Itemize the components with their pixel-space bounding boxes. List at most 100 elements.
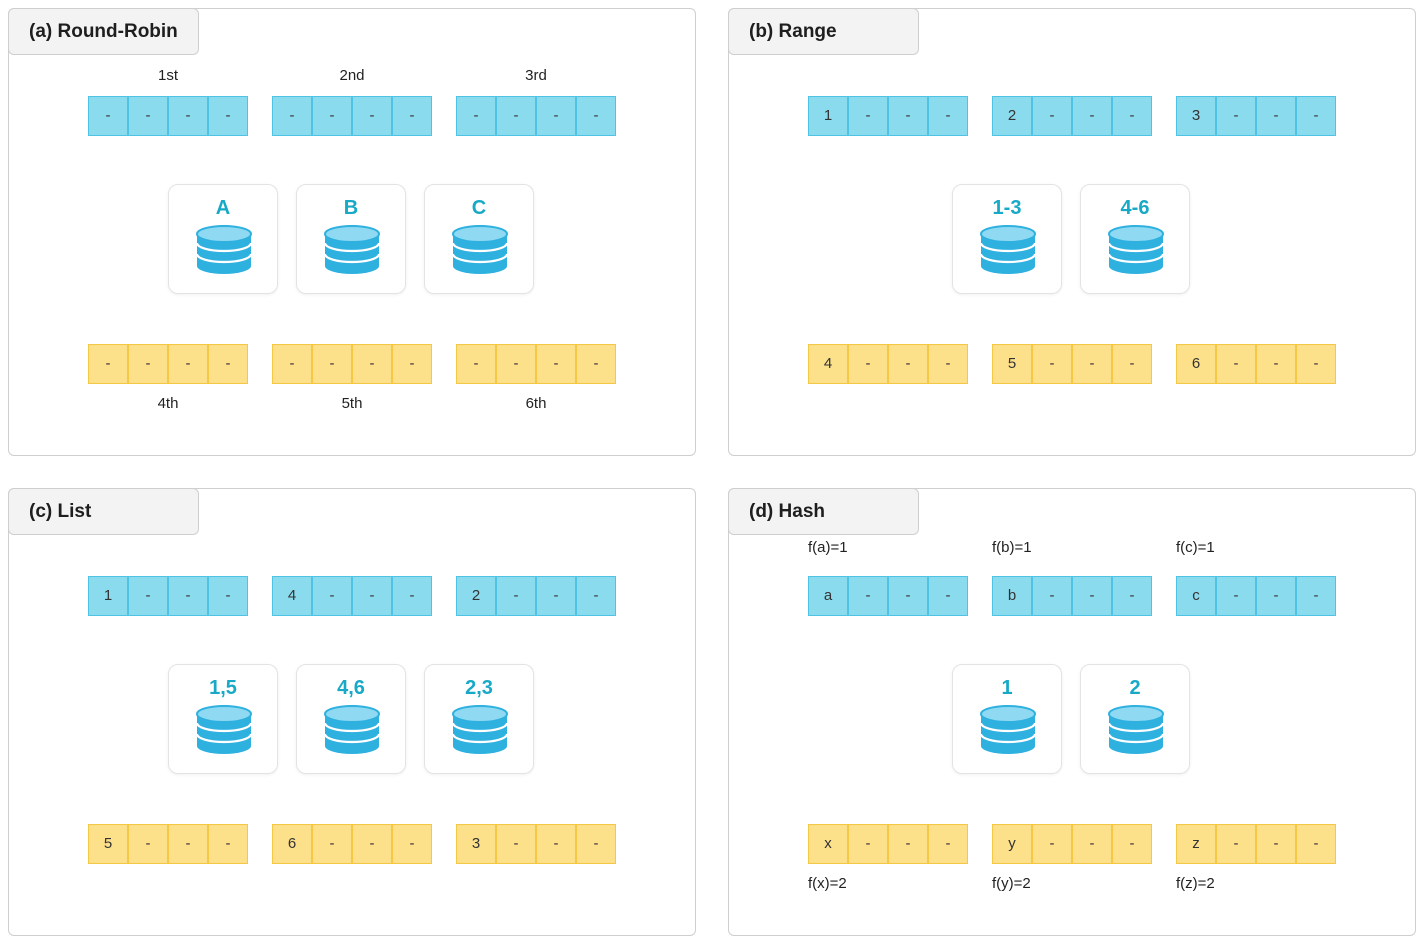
database-label: 4,6 [337, 677, 365, 699]
panel-title: (c) List [8, 488, 199, 535]
record-cell: - [888, 576, 928, 616]
panel-title: (a) Round-Robin [8, 8, 199, 55]
database-icon-holder [323, 705, 381, 760]
database-node: 1 [952, 664, 1062, 774]
record-row-bottom: ---- [456, 344, 616, 384]
record-row-bottom: x--- [808, 824, 968, 864]
record-cell: - [1296, 344, 1336, 384]
record-cell: - [456, 344, 496, 384]
record-row-top: ---- [88, 96, 248, 136]
record-cell: x [808, 824, 848, 864]
record-cell: - [848, 824, 888, 864]
record-cell: 1 [808, 96, 848, 136]
database-icon-holder [1107, 705, 1165, 760]
record-row-bottom: y--- [992, 824, 1152, 864]
record-cell: - [352, 96, 392, 136]
database-node: 4,6 [296, 664, 406, 774]
database-label: A [215, 197, 231, 219]
record-cell: - [1032, 96, 1072, 136]
record-cell: - [88, 96, 128, 136]
record-cell: - [272, 344, 312, 384]
record-row-top: 2--- [992, 96, 1152, 136]
top-caption: f(b)=1 [992, 539, 1032, 556]
record-cell: - [1296, 824, 1336, 864]
bottom-caption: f(z)=2 [1176, 875, 1215, 892]
database-label: B [343, 197, 359, 219]
record-cell: - [888, 344, 928, 384]
record-cell: - [496, 824, 536, 864]
record-cell: - [1112, 344, 1152, 384]
record-cell: - [312, 576, 352, 616]
database-icon [323, 705, 381, 754]
database-label: 2 [1129, 677, 1141, 699]
record-cell: - [1112, 96, 1152, 136]
database-icon [979, 705, 1037, 754]
database-icon [979, 225, 1037, 274]
database-icon [1107, 705, 1165, 754]
database-label: C [471, 197, 487, 219]
record-cell: - [928, 96, 968, 136]
record-row-bottom: z--- [1176, 824, 1336, 864]
database-icon-holder [979, 705, 1037, 760]
bottom-caption: 6th [525, 395, 547, 412]
database-icon [195, 705, 253, 754]
record-cell: - [352, 824, 392, 864]
record-cell: - [536, 344, 576, 384]
record-cell: - [536, 824, 576, 864]
record-cell: - [1112, 824, 1152, 864]
record-cell: - [1072, 824, 1112, 864]
record-cell: - [496, 576, 536, 616]
record-cell: - [576, 576, 616, 616]
record-cell: - [496, 344, 536, 384]
database-node: C [424, 184, 534, 294]
bottom-caption: 4th [157, 395, 179, 412]
record-row-top: 4--- [272, 576, 432, 616]
record-cell: b [992, 576, 1032, 616]
record-cell: - [312, 824, 352, 864]
database-node: A [168, 184, 278, 294]
record-row-bottom: 6--- [1176, 344, 1336, 384]
panel-title: (d) Hash [728, 488, 919, 535]
database-icon [451, 225, 509, 274]
record-cell: - [88, 344, 128, 384]
record-cell: - [352, 344, 392, 384]
record-row-bottom: ---- [88, 344, 248, 384]
record-cell: - [128, 824, 168, 864]
record-row-top: 1--- [88, 576, 248, 616]
record-row-top: 1--- [808, 96, 968, 136]
database-label: 1,5 [209, 677, 237, 699]
record-cell: - [1256, 824, 1296, 864]
database-node: B [296, 184, 406, 294]
top-caption: 2nd [339, 67, 365, 84]
record-cell: - [208, 824, 248, 864]
panel: (b) Range [728, 8, 1416, 456]
record-cell: - [496, 96, 536, 136]
record-cell: - [888, 96, 928, 136]
record-row-top: c--- [1176, 576, 1336, 616]
record-cell: - [1296, 96, 1336, 136]
database-icon-holder [195, 225, 253, 280]
database-icon [1107, 225, 1165, 274]
database-icon-holder [1107, 225, 1165, 280]
record-cell: - [536, 96, 576, 136]
record-cell: - [168, 576, 208, 616]
record-cell: a [808, 576, 848, 616]
bottom-caption: f(x)=2 [808, 875, 847, 892]
top-caption: f(a)=1 [808, 539, 848, 556]
record-cell: - [128, 576, 168, 616]
record-cell: - [1256, 576, 1296, 616]
database-label: 1 [1001, 677, 1013, 699]
record-cell: 5 [88, 824, 128, 864]
database-icon-holder [451, 225, 509, 280]
record-cell: - [1216, 824, 1256, 864]
record-cell: - [392, 344, 432, 384]
record-cell: - [1216, 96, 1256, 136]
record-row-top: ---- [272, 96, 432, 136]
record-cell: 6 [272, 824, 312, 864]
database-node: 1-3 [952, 184, 1062, 294]
record-cell: - [928, 824, 968, 864]
record-cell: z [1176, 824, 1216, 864]
record-cell: - [128, 96, 168, 136]
record-cell: - [1256, 344, 1296, 384]
record-cell: - [576, 824, 616, 864]
